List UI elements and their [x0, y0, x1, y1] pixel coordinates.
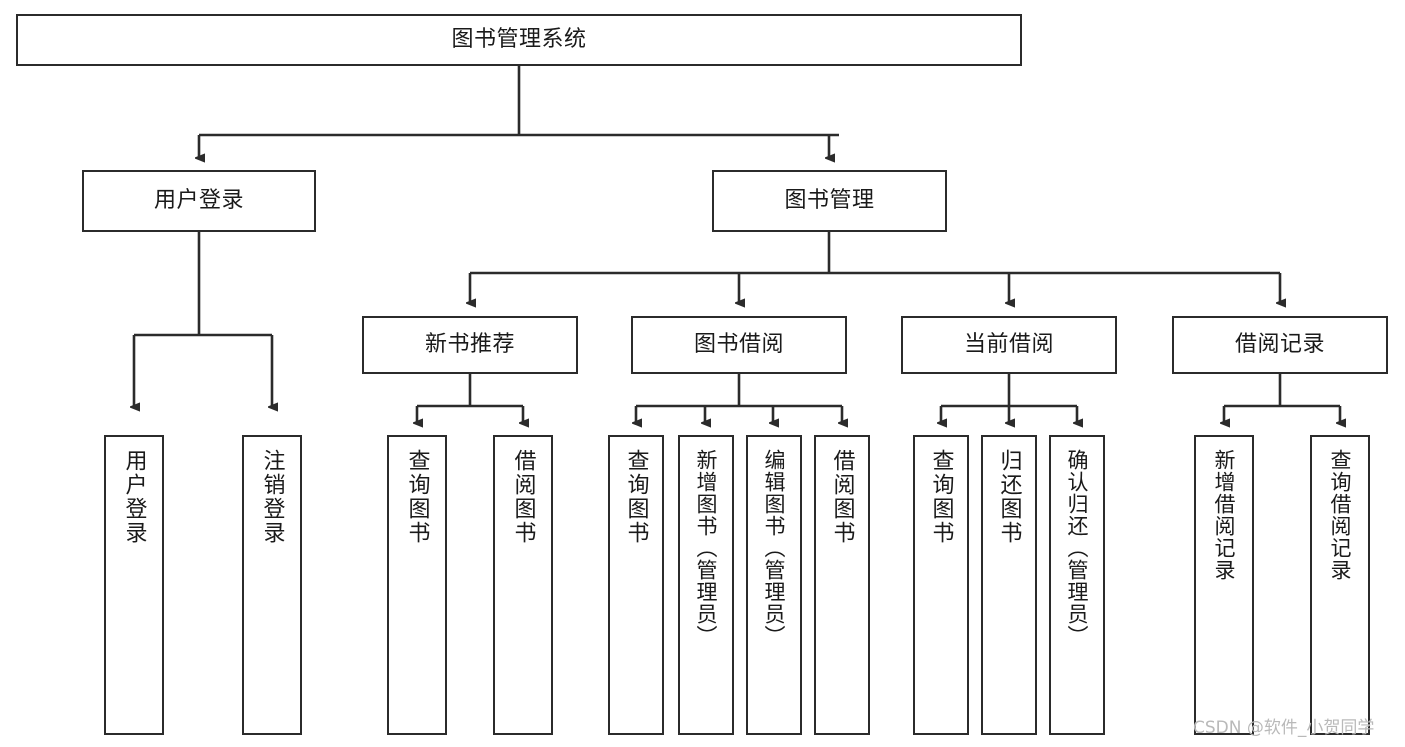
- leaf-book-borrow-borrow-label: 借阅图书: [829, 449, 855, 545]
- node-user-login[interactable]: 用户登录: [82, 170, 316, 232]
- node-new-book-recommend-label: 新书推荐: [424, 332, 515, 358]
- leaf-new-book-query[interactable]: 查询图书: [387, 435, 447, 735]
- leaf-book-borrow-edit[interactable]: 编辑图书（管理员）: [746, 435, 802, 735]
- node-book-management[interactable]: 图书管理: [712, 170, 947, 232]
- leaf-borrow-record-add-label: 新增借阅记录: [1212, 449, 1237, 581]
- leaf-borrow-record-add[interactable]: 新增借阅记录: [1194, 435, 1254, 735]
- node-book-borrow[interactable]: 图书借阅: [631, 316, 847, 374]
- leaf-new-book-borrow[interactable]: 借阅图书: [493, 435, 553, 735]
- leaf-current-borrow-query[interactable]: 查询图书: [913, 435, 969, 735]
- leaf-current-borrow-confirm-label: 确认归还（管理员）: [1065, 449, 1090, 647]
- leaf-user-login-login-label: 用户登录: [121, 449, 147, 545]
- leaf-user-login-login[interactable]: 用户登录: [104, 435, 164, 735]
- node-root-label: 图书管理系统: [451, 27, 587, 53]
- leaf-borrow-record-query-label: 查询借阅记录: [1328, 449, 1353, 581]
- node-book-management-label: 图书管理: [784, 188, 875, 214]
- leaf-user-login-logout[interactable]: 注销登录: [242, 435, 302, 735]
- node-borrow-record-label: 借阅记录: [1234, 332, 1325, 358]
- leaf-current-borrow-confirm[interactable]: 确认归还（管理员）: [1049, 435, 1105, 735]
- watermark: CSDN @软件_小贺同学: [1193, 718, 1375, 738]
- node-root[interactable]: 图书管理系统: [16, 14, 1022, 66]
- node-user-login-label: 用户登录: [153, 188, 244, 214]
- node-book-borrow-label: 图书借阅: [693, 332, 784, 358]
- node-new-book-recommend[interactable]: 新书推荐: [362, 316, 578, 374]
- leaf-current-borrow-return-label: 归还图书: [996, 449, 1022, 545]
- leaf-current-borrow-return[interactable]: 归还图书: [981, 435, 1037, 735]
- node-current-borrow[interactable]: 当前借阅: [901, 316, 1117, 374]
- leaf-current-borrow-query-label: 查询图书: [928, 449, 954, 545]
- leaf-user-login-logout-label: 注销登录: [259, 449, 285, 545]
- leaf-book-borrow-query-label: 查询图书: [623, 449, 649, 545]
- leaf-book-borrow-add[interactable]: 新增图书（管理员）: [678, 435, 734, 735]
- leaf-book-borrow-add-label: 新增图书（管理员）: [694, 449, 719, 647]
- node-current-borrow-label: 当前借阅: [963, 332, 1054, 358]
- leaf-book-borrow-edit-label: 编辑图书（管理员）: [762, 449, 787, 647]
- leaf-new-book-borrow-label: 借阅图书: [510, 449, 536, 545]
- node-borrow-record[interactable]: 借阅记录: [1172, 316, 1388, 374]
- leaf-book-borrow-borrow[interactable]: 借阅图书: [814, 435, 870, 735]
- leaf-borrow-record-query[interactable]: 查询借阅记录: [1310, 435, 1370, 735]
- leaf-new-book-query-label: 查询图书: [404, 449, 430, 545]
- leaf-book-borrow-query[interactable]: 查询图书: [608, 435, 664, 735]
